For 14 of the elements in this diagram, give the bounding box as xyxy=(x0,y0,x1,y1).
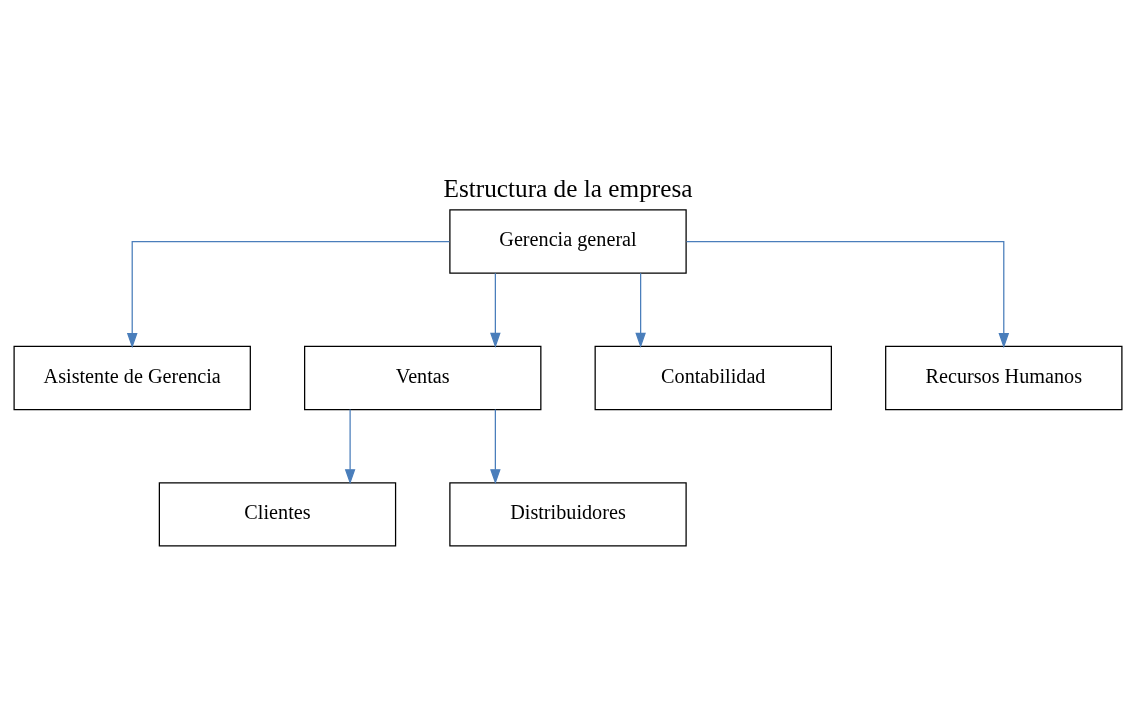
arrow xyxy=(126,240,451,349)
node-box: Distribuidores xyxy=(449,482,687,547)
arrow xyxy=(490,272,501,348)
node-box: Recursos Humanos xyxy=(885,345,1123,411)
node-box: Ventas xyxy=(304,345,542,411)
node-box: Gerencia general xyxy=(449,209,687,274)
arrow xyxy=(490,408,501,485)
node-box: Clientes xyxy=(158,482,397,547)
arrow xyxy=(685,240,1010,349)
node-box: Contabilidad xyxy=(594,345,832,411)
diagram-title: Estructura de la empresa xyxy=(443,174,693,203)
arrow xyxy=(344,408,356,485)
node-box: Asistente de Gerencia xyxy=(13,345,251,411)
arrow xyxy=(635,272,646,348)
